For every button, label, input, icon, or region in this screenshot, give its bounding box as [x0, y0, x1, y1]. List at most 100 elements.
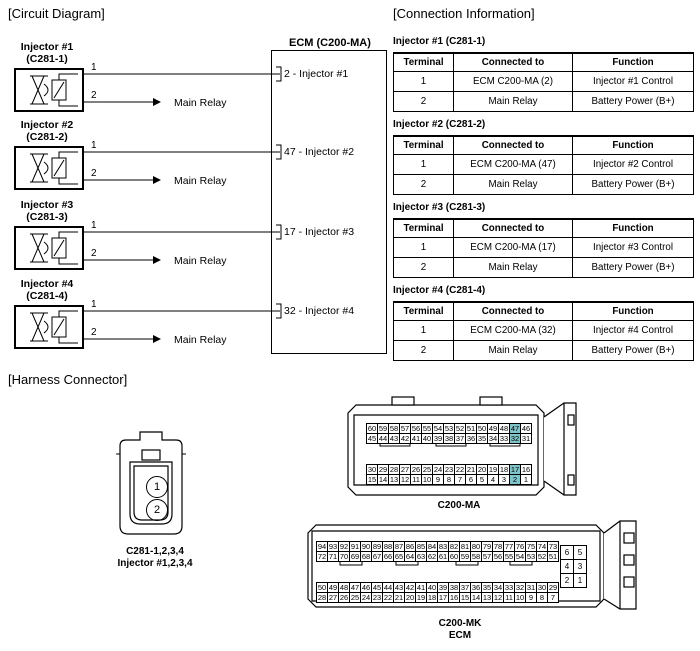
injector-3-relay: Main Relay	[174, 255, 227, 267]
injector-2-title: Injector #2 (C281-2)	[12, 119, 82, 143]
connector-pin: 1	[573, 573, 587, 588]
injector-3-symbol	[14, 226, 84, 270]
cell-connected-to: Main Relay	[453, 91, 573, 112]
header-function: Function	[572, 301, 694, 321]
cell-connected-to: ECM C200-MA (32)	[453, 320, 573, 341]
injector-4-name: Injector #4	[20, 278, 74, 290]
cell-connected-to: Main Relay	[453, 174, 573, 195]
header-terminal: Terminal	[393, 301, 454, 321]
header-terminal: Terminal	[393, 218, 454, 238]
connector-pin: 1	[520, 474, 532, 485]
cell-connected-to: Main Relay	[453, 340, 573, 361]
injector-3-pin1: 1	[91, 220, 97, 231]
cell-function: Injector #3 Control	[572, 237, 694, 258]
injector-coil-icon	[30, 310, 78, 344]
injector-1-title: Injector #1 (C281-1)	[12, 41, 82, 65]
circuit-wiring	[84, 66, 282, 343]
circuit-diagram-title: [Circuit Diagram]	[8, 6, 105, 21]
cell-function: Battery Power (B+)	[572, 91, 694, 112]
injector-4-ecm-pin: 32 - Injector #4	[284, 305, 355, 317]
injector-2-pin1: 1	[91, 140, 97, 151]
injector-2-pin2: 2	[91, 168, 97, 179]
injector-1-connector: (C281-1)	[26, 53, 68, 65]
cell-function: Battery Power (B+)	[572, 340, 694, 361]
connector-pin: 31	[520, 433, 532, 444]
header-connected-to: Connected to	[453, 218, 573, 238]
injector-3-name: Injector #3	[20, 199, 74, 211]
header-connected-to: Connected to	[453, 135, 573, 155]
cell-terminal: 1	[393, 71, 454, 92]
connector-pin: 5	[573, 545, 587, 560]
cell-connected-to: ECM C200-MA (47)	[453, 154, 573, 175]
injector-2-relay: Main Relay	[174, 175, 227, 187]
c200ma-caption: C200-MA	[437, 500, 481, 511]
injector-2-name: Injector #2	[20, 119, 74, 131]
table-4-title: Injector #4 (C281-4)	[393, 285, 486, 296]
injector-1-ecm-pin: 2 - Injector #1	[284, 68, 349, 80]
injector-1-pin1: 1	[91, 62, 97, 73]
connector-pin: 3	[573, 559, 587, 574]
header-function: Function	[572, 52, 694, 72]
cell-terminal: 1	[393, 320, 454, 341]
cell-connected-to: ECM C200-MA (17)	[453, 237, 573, 258]
table-3-title: Injector #3 (C281-3)	[393, 202, 486, 213]
connector-pin: 2	[560, 573, 574, 588]
header-function: Function	[572, 218, 694, 238]
injector-connector-desc: Injector #1,2,3,4	[117, 558, 193, 569]
cell-terminal: 2	[393, 257, 454, 278]
injector-connector-caption: C281-1,2,3,4 Injector #1,2,3,4	[90, 546, 220, 570]
injector-4-title: Injector #4 (C281-4)	[12, 278, 82, 302]
injector-1-symbol	[14, 68, 84, 112]
cell-terminal: 1	[393, 237, 454, 258]
injector-connector-id: C281-1,2,3,4	[126, 546, 184, 557]
injector-3-pin2: 2	[91, 248, 97, 259]
injector-connector-pin-2: 2	[146, 499, 168, 521]
injector-1-pin2: 2	[91, 90, 97, 101]
c200mk-caption: C200-MK ECM	[420, 618, 500, 642]
header-connected-to: Connected to	[453, 301, 573, 321]
cell-connected-to: Main Relay	[453, 257, 573, 278]
injector-4-pin1: 1	[91, 299, 97, 310]
connector-pin: 51	[547, 551, 559, 562]
cell-function: Injector #1 Control	[572, 71, 694, 92]
cell-function: Injector #2 Control	[572, 154, 694, 175]
cell-terminal: 1	[393, 154, 454, 175]
cell-terminal: 2	[393, 91, 454, 112]
injector-coil-icon	[30, 231, 78, 265]
cell-connected-to: ECM C200-MA (2)	[453, 71, 573, 92]
cell-function: Injector #4 Control	[572, 320, 694, 341]
injector-3-ecm-pin: 17 - Injector #3	[284, 226, 355, 238]
connector-pin: 4	[560, 559, 574, 574]
harness-connector-title: [Harness Connector]	[8, 372, 128, 387]
header-connected-to: Connected to	[453, 52, 573, 72]
connector-pin: 7	[547, 592, 559, 603]
connector-pin: 6	[560, 545, 574, 560]
cell-terminal: 2	[393, 340, 454, 361]
connection-info-title: [Connection Information]	[393, 6, 535, 21]
cell-function: Battery Power (B+)	[572, 174, 694, 195]
c200mk-id: C200-MK	[438, 618, 482, 629]
header-terminal: Terminal	[393, 52, 454, 72]
c200mk-desc: ECM	[448, 630, 472, 641]
injector-4-relay: Main Relay	[174, 334, 227, 346]
ecm-box	[271, 50, 387, 354]
injector-connector-pin-1: 1	[146, 476, 168, 498]
injector-1-name: Injector #1	[20, 41, 74, 53]
cell-terminal: 2	[393, 174, 454, 195]
injector-2-symbol	[14, 146, 84, 190]
ecm-title: ECM (C200-MA)	[289, 37, 371, 49]
table-2-title: Injector #2 (C281-2)	[393, 119, 486, 130]
injector-1-relay: Main Relay	[174, 97, 227, 109]
